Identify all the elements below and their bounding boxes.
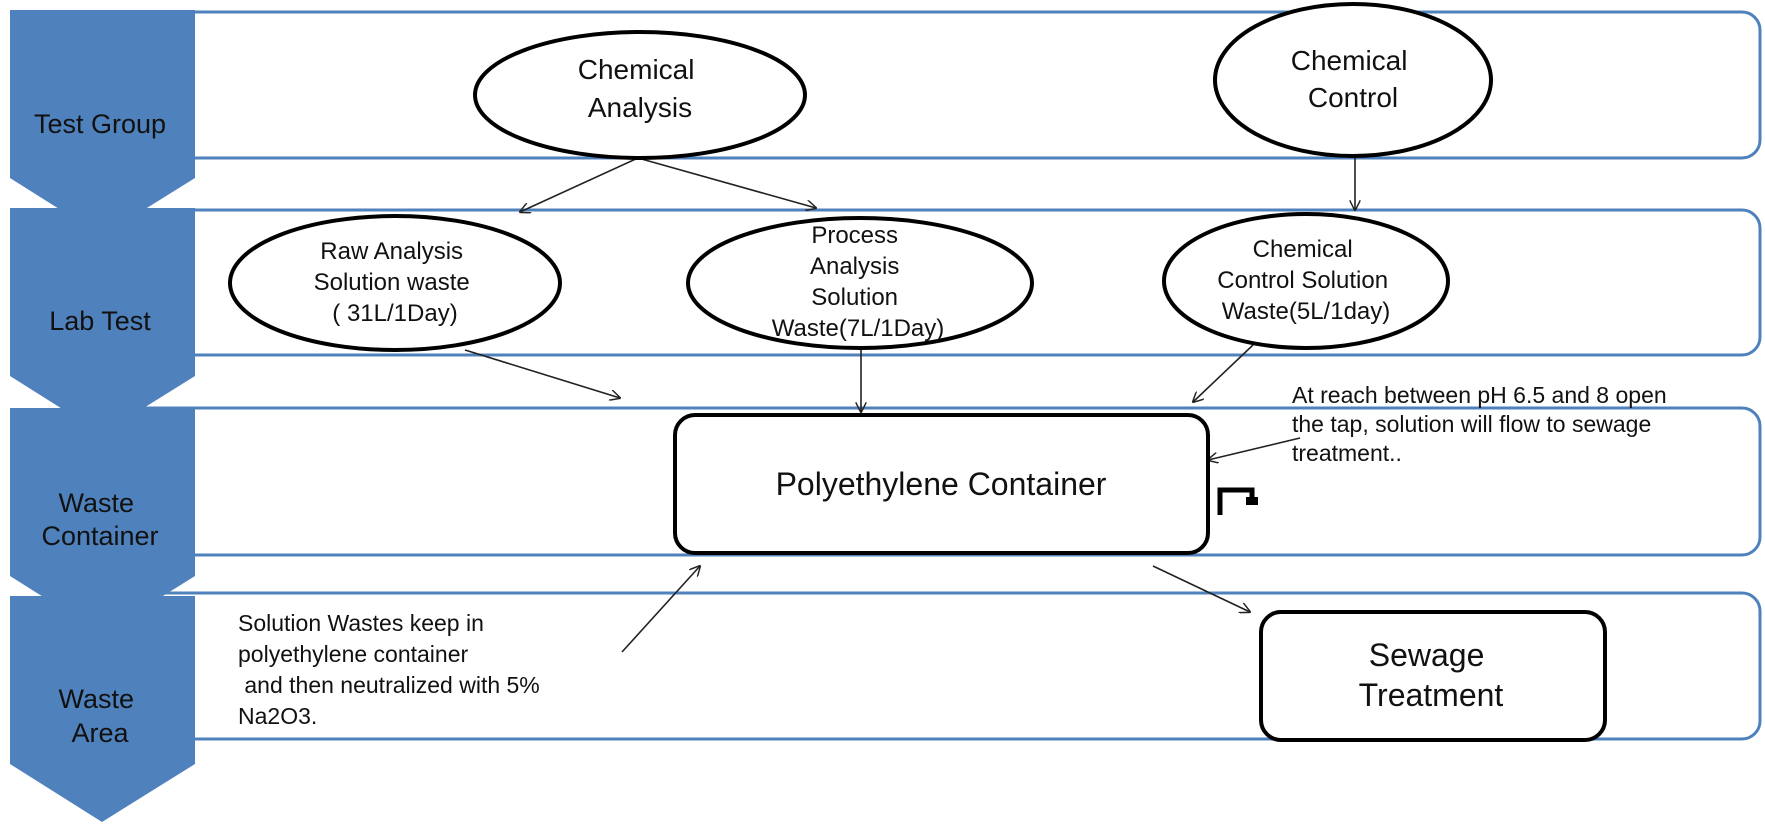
arrow-analysis-to-process [637, 157, 816, 208]
node-process-analysis: Process Analysis Solution Waste(7L/1Day) [686, 216, 1034, 350]
process-analysis-shape [686, 216, 1034, 350]
chemical-control-waste-shape [1162, 212, 1450, 350]
chemical-analysis-label: Chemical Analysis [578, 54, 702, 123]
chevron-lab-test [10, 208, 195, 434]
chemical-control-label: Chemical Control [1291, 45, 1415, 113]
stage-label-test-group: Test Group [34, 109, 166, 139]
stage-label-waste-area: Waste Area [58, 684, 141, 748]
waste-area-note: Solution Wastes keep in polyethylene con… [238, 610, 546, 729]
polyethylene-container-shape [673, 413, 1210, 555]
chemical-control-waste-label: Chemical Control Solution Waste(5L/1day) [1217, 236, 1394, 325]
node-sewage-treatment: Sewage Treatment [1259, 610, 1607, 742]
node-polyethylene-container: Polyethylene Container [673, 413, 1210, 555]
process-analysis-label: Process Analysis Solution Waste(7L/1Day) [772, 222, 945, 342]
tap-icon [1217, 487, 1258, 515]
stage-chevrons: Test Group Lab Test Waste Container Wast… [10, 10, 195, 822]
arrow-container-to-sewage [1152, 565, 1250, 612]
arrow-analysis-to-raw [520, 157, 639, 212]
raw-analysis-label: Raw Analysis Solution waste ( 31L/1Day) [314, 238, 477, 327]
arrow-control-waste-to-container [1193, 344, 1254, 402]
node-chemical-analysis: Chemical Analysis [473, 30, 807, 160]
arrow-raw-to-container [464, 349, 620, 398]
chemical-control-shape [1213, 2, 1493, 158]
chevron-test-group [10, 10, 195, 236]
chemical-analysis-shape [473, 30, 807, 160]
connector-arrows [464, 156, 1355, 653]
band-test-group [118, 10, 1762, 160]
chevron-waste-container [10, 408, 195, 634]
stage-label-lab-test: Lab Test [49, 306, 151, 336]
raw-analysis-shape [228, 214, 562, 352]
sewage-treatment-shape [1259, 610, 1607, 742]
arrow-note-to-container [1208, 437, 1301, 460]
stage-label-waste-container: Waste Container [41, 488, 158, 551]
polyethylene-container-label: Polyethylene Container [776, 466, 1107, 502]
node-chemical-control: Chemical Control [1213, 2, 1493, 158]
node-chemical-control-waste: Chemical Control Solution Waste(5L/1day) [1162, 212, 1450, 350]
chevron-waste-area [10, 596, 195, 822]
tap-note: At reach between pH 6.5 and 8 open the t… [1292, 382, 1673, 466]
sewage-treatment-label: Sewage Treatment [1359, 637, 1504, 713]
arrow-waste-note-to-container [621, 566, 700, 653]
node-raw-analysis: Raw Analysis Solution waste ( 31L/1Day) [228, 214, 562, 352]
